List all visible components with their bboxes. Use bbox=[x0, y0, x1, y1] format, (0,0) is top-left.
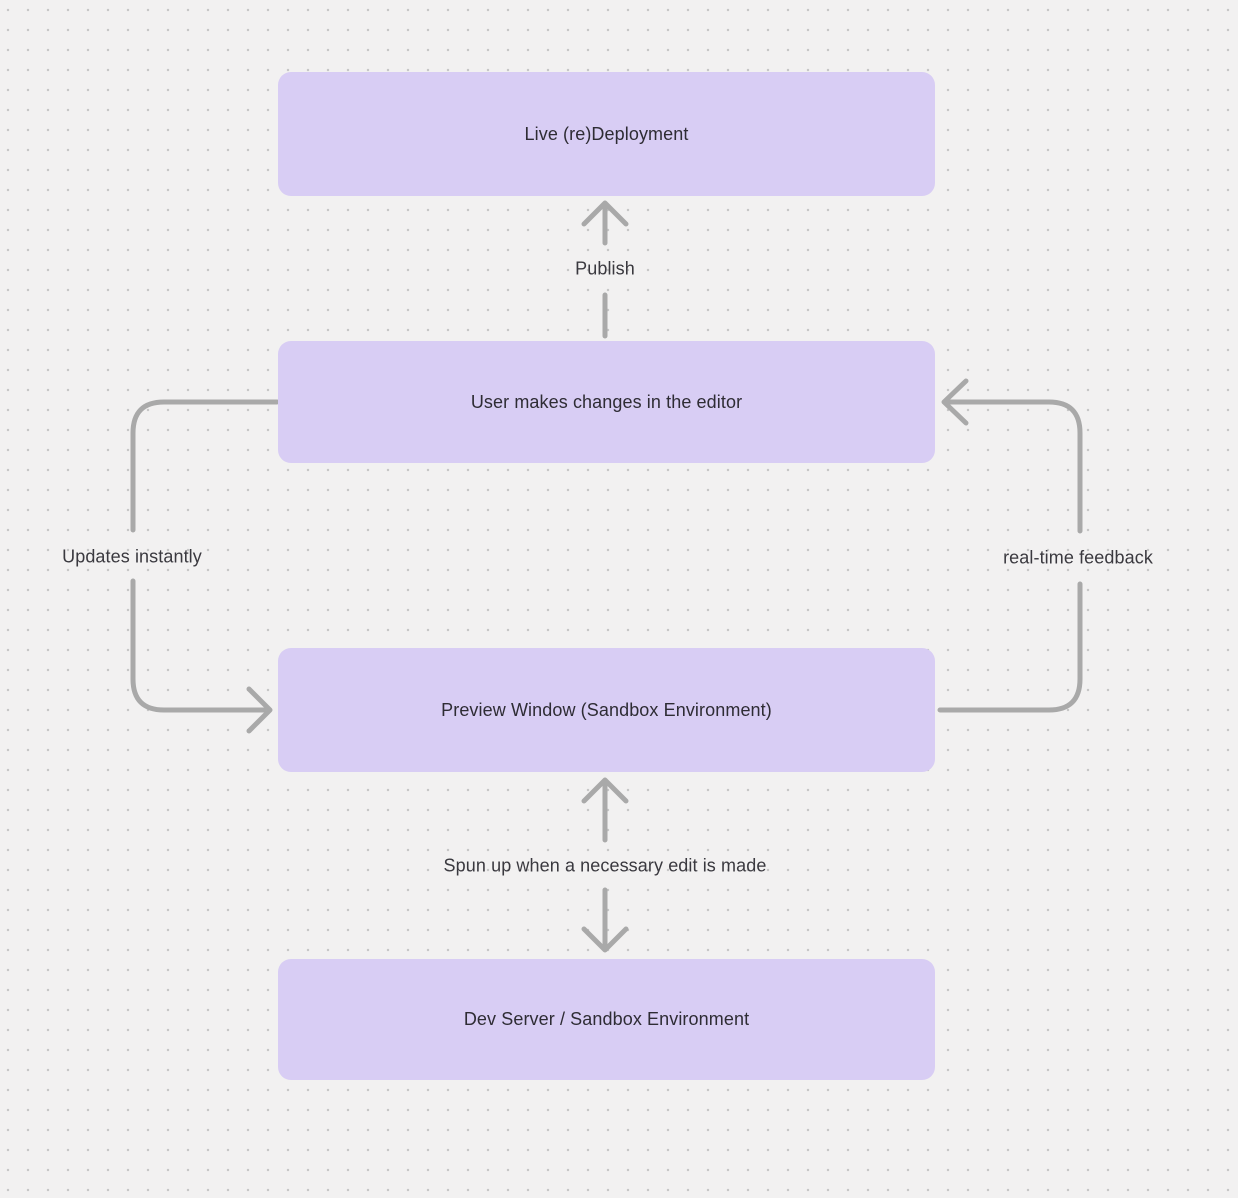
node-dev-server[interactable]: Dev Server / Sandbox Environment bbox=[278, 959, 935, 1080]
realtime-feedback-line-upper bbox=[945, 399, 1083, 534]
spun-up-arrowhead-down-icon bbox=[581, 887, 629, 953]
node-live-deployment-label: Live (re)Deployment bbox=[524, 123, 689, 144]
node-user-editor-label: User makes changes in the editor bbox=[470, 391, 743, 412]
node-dev-server-label: Dev Server / Sandbox Environment bbox=[463, 1009, 750, 1029]
node-preview-window[interactable]: Preview Window (Sandbox Environment) bbox=[278, 648, 935, 772]
updates-instantly-line-upper bbox=[130, 399, 280, 533]
publish-arrowhead-up-icon bbox=[581, 200, 629, 246]
spun-up-arrowhead-up-icon bbox=[581, 777, 629, 843]
realtime-feedback-arrowhead-left-icon bbox=[941, 378, 969, 426]
node-user-editor[interactable]: User makes changes in the editor bbox=[278, 341, 935, 463]
realtime-feedback-line-lower bbox=[937, 581, 1083, 713]
edge-label-spun-up: Spun up when a necessary edit is made bbox=[443, 855, 767, 876]
edge-label-publish: Publish bbox=[575, 258, 635, 279]
edge-label-updates-instantly: Updates instantly bbox=[62, 546, 202, 567]
updates-instantly-line-lower bbox=[130, 578, 267, 713]
updates-instantly-arrowhead-right-icon bbox=[246, 686, 273, 734]
edge-label-real-time-feedback: real-time feedback bbox=[1003, 547, 1153, 568]
node-live-deployment[interactable]: Live (re)Deployment bbox=[278, 72, 935, 196]
node-preview-window-label: Preview Window (Sandbox Environment) bbox=[441, 699, 772, 720]
